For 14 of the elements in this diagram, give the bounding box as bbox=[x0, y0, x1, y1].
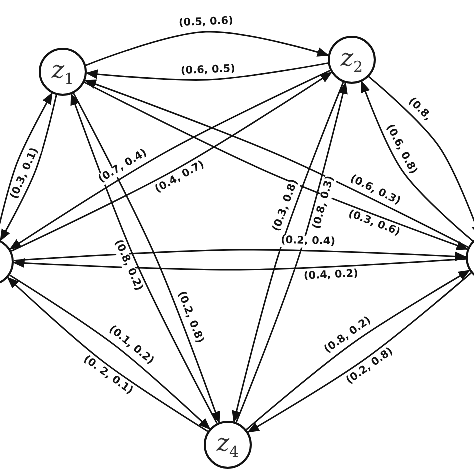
arrow bbox=[86, 31, 330, 66]
state-circle bbox=[328, 36, 376, 84]
edge-label: (0.2, 0.4) bbox=[280, 235, 337, 248]
state-circle bbox=[39, 48, 87, 96]
arrow bbox=[14, 249, 468, 262]
arrow bbox=[12, 258, 466, 271]
state-circle bbox=[204, 421, 252, 469]
node-label: z$_{2}$ bbox=[340, 46, 364, 74]
edge-label: (0.5, 0.6) bbox=[178, 16, 234, 30]
edge-label: (0.6, 0.5) bbox=[180, 64, 236, 78]
node-label: z$_{1}$ bbox=[52, 58, 74, 86]
node-label: z$_{4}$ bbox=[216, 430, 240, 460]
edge-label: (0.4, 0.2) bbox=[302, 268, 360, 283]
arrow bbox=[86, 62, 328, 81]
